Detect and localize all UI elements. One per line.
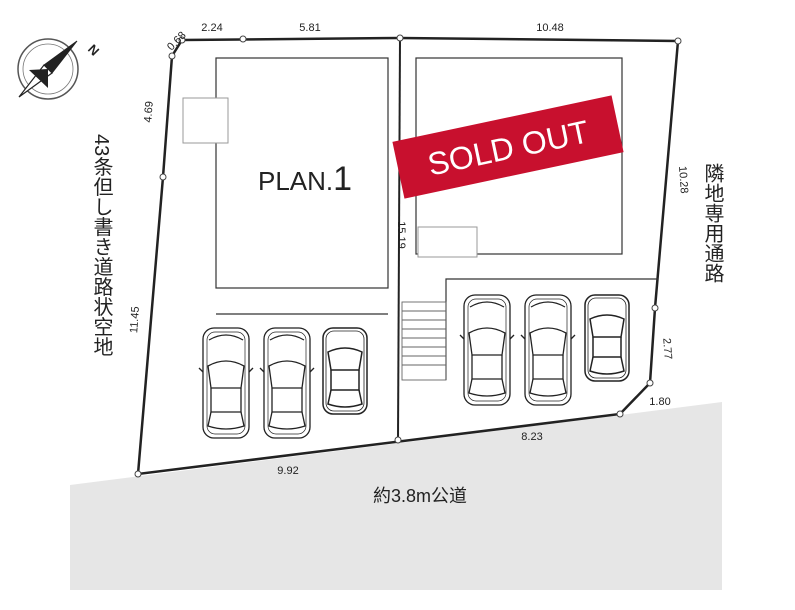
dim-top-a: 2.24 <box>201 22 222 34</box>
parking-car-compact <box>584 294 630 382</box>
plan1-annex <box>182 97 229 144</box>
dim-top-c: 10.48 <box>536 22 564 34</box>
dim-bottom-right: 8.23 <box>521 431 542 443</box>
dim-left-upper: 4.69 <box>142 101 155 123</box>
site-boundary <box>136 36 680 476</box>
compass-north-label: N <box>85 41 102 58</box>
parking-car <box>459 294 515 406</box>
road-area <box>70 402 722 590</box>
lot-divider <box>397 37 401 441</box>
parking-car <box>520 294 576 406</box>
dim-right-lower: 2.77 <box>660 338 673 360</box>
sold-lot-annex <box>417 226 478 258</box>
dim-left-lower: 11.45 <box>128 306 142 333</box>
plan1-label: PLAN.1 <box>258 160 352 198</box>
compass-icon <box>17 38 79 100</box>
parking-car <box>198 327 254 439</box>
sold-out-banner: SOLD OUT <box>392 95 624 199</box>
road-label: 約3.8m公道 <box>373 486 467 506</box>
parking-car <box>259 327 315 439</box>
boundary-markers <box>134 34 682 478</box>
dim-bottom-left: 9.92 <box>277 465 298 477</box>
dim-top-b: 5.81 <box>299 22 320 34</box>
stairs <box>401 301 447 381</box>
dim-right-upper: 10.28 <box>676 166 690 194</box>
dim-center-line: 15.19 <box>395 221 407 249</box>
plan1-house <box>215 57 389 289</box>
right-side-label: 隣地専用通路 <box>701 163 724 283</box>
parking-car-compact <box>322 327 368 415</box>
left-side-label: 43条但し書き道路状空地 <box>90 134 113 356</box>
dim-corner-cut: 1.80 <box>649 396 670 408</box>
dim-top-left-corner: 0.68 <box>165 30 189 54</box>
